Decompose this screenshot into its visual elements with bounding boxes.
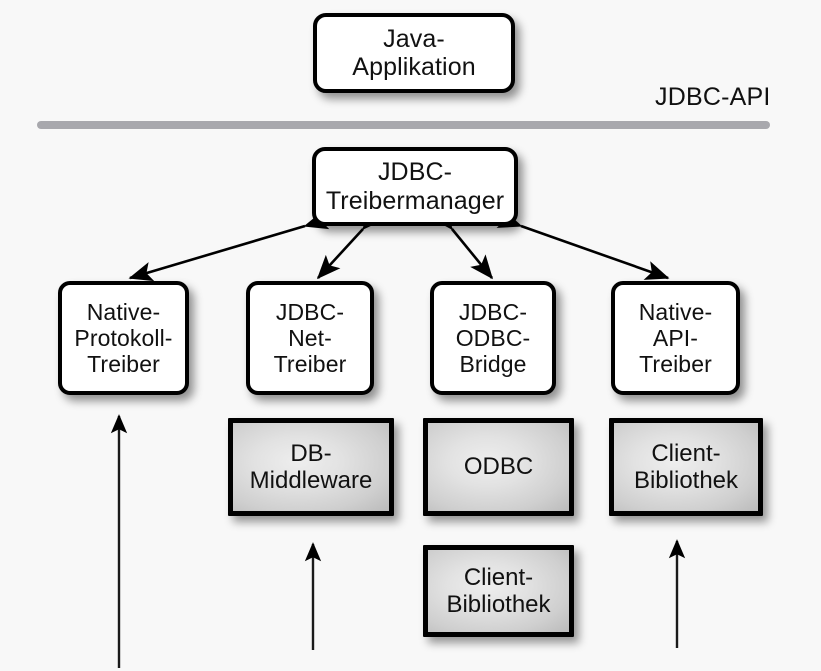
node-jdbc-driver-manager[interactable]: JDBC- Treibermanager: [312, 147, 518, 226]
jdbc-api-separator: [37, 121, 770, 129]
node-jdbc-odbc-bridge[interactable]: JDBC- ODBC- Bridge: [430, 281, 556, 395]
edge-manager-native-api: [496, 209, 670, 280]
node-client-library-right[interactable]: Client- Bibliothek: [609, 418, 763, 516]
node-db-middleware[interactable]: DB- Middleware: [228, 418, 394, 516]
node-odbc[interactable]: ODBC: [423, 418, 574, 516]
edge-manager-jdbc-odbc: [430, 205, 494, 280]
node-native-protocol-driver[interactable]: Native- Protokoll- Treiber: [58, 281, 189, 395]
node-native-api-driver[interactable]: Native- API- Treiber: [611, 281, 740, 395]
edge-manager-native-protocol: [128, 210, 330, 282]
node-java-application[interactable]: Java- Applikation: [313, 13, 515, 93]
jdbc-api-label: JDBC-API: [655, 83, 771, 111]
node-jdbc-net-driver[interactable]: JDBC- Net- Treiber: [246, 281, 374, 395]
node-client-library-center[interactable]: Client- Bibliothek: [423, 545, 574, 637]
edge-manager-jdbc-net: [316, 205, 386, 280]
